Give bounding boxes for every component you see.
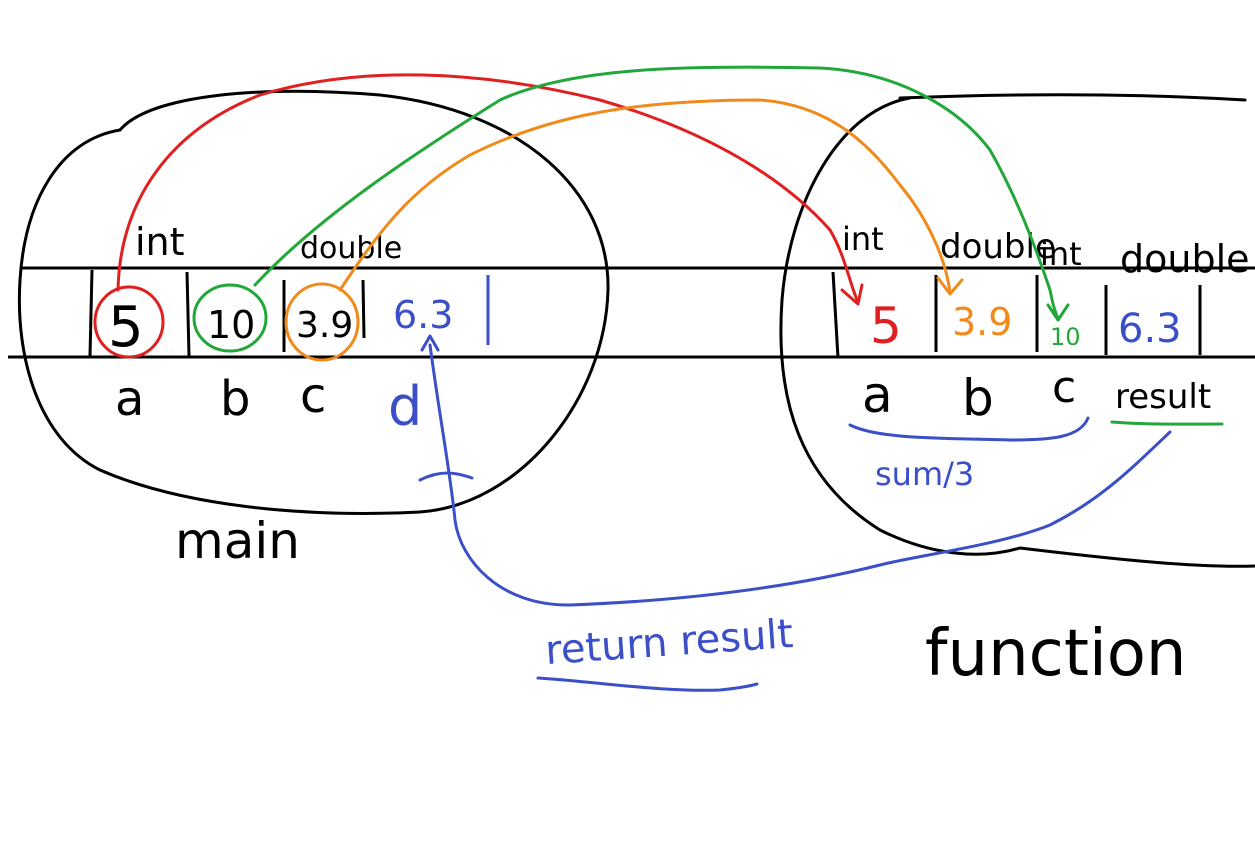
- main-name-c: c: [300, 368, 326, 424]
- function-value-b: 3.9: [952, 300, 1012, 344]
- main-value-a: 5: [108, 295, 144, 360]
- function-scope-label: function: [925, 617, 1186, 691]
- arrow-a-red-head: [840, 283, 864, 306]
- function-type-double-1: double: [940, 227, 1056, 267]
- function-value-a: 5: [870, 297, 902, 355]
- main-divider-3: [361, 279, 366, 339]
- function-name-b: b: [962, 369, 994, 427]
- arrow-return-blue-head: [420, 334, 440, 352]
- arrow-b-green: [253, 65, 1060, 320]
- function-value-result: 6.3: [1118, 306, 1182, 352]
- main-type-int: int: [135, 220, 185, 264]
- main-circle-c: [284, 282, 360, 362]
- arrow-b-green-head: [1046, 303, 1070, 322]
- function-name-a: a: [862, 366, 893, 424]
- function-value-c: 10: [1050, 323, 1081, 351]
- main-value-b: 10: [207, 303, 255, 347]
- main-name-a: a: [115, 371, 144, 427]
- main-type-double: double: [300, 231, 402, 266]
- main-value-d: 6.3: [393, 293, 453, 337]
- main-name-b: b: [220, 371, 250, 427]
- function-divider-0: [831, 271, 840, 359]
- function-type-int-2: int: [1040, 235, 1082, 273]
- return-result-label: return result: [544, 611, 795, 674]
- main-value-c: 3.9: [296, 305, 353, 346]
- main-circle-b: [192, 283, 268, 353]
- main-scope-outline: [17, 89, 610, 515]
- function-sum-brace: [848, 416, 1090, 442]
- function-name-c: c: [1052, 362, 1076, 413]
- arrow-return-blue-tick: [418, 471, 474, 482]
- main-divider-0: [88, 269, 94, 357]
- main-divider-1: [185, 271, 191, 357]
- return-result-underline: [536, 676, 759, 692]
- main-circle-a: [93, 285, 165, 359]
- main-scope-label: main: [175, 512, 300, 570]
- function-formula: sum/3: [875, 455, 974, 493]
- arrow-return-blue: [428, 343, 1172, 607]
- function-type-int-1: int: [842, 220, 884, 258]
- arrow-a-red: [116, 73, 860, 304]
- arrow-c-orange-head: [936, 276, 964, 296]
- function-type-double-2: double: [1120, 237, 1250, 281]
- arrow-c-orange: [338, 98, 952, 294]
- main-name-d: d: [388, 375, 422, 438]
- result-underline: [1110, 420, 1224, 426]
- function-scope-outline: [779, 93, 1255, 568]
- function-name-result: result: [1115, 377, 1211, 417]
